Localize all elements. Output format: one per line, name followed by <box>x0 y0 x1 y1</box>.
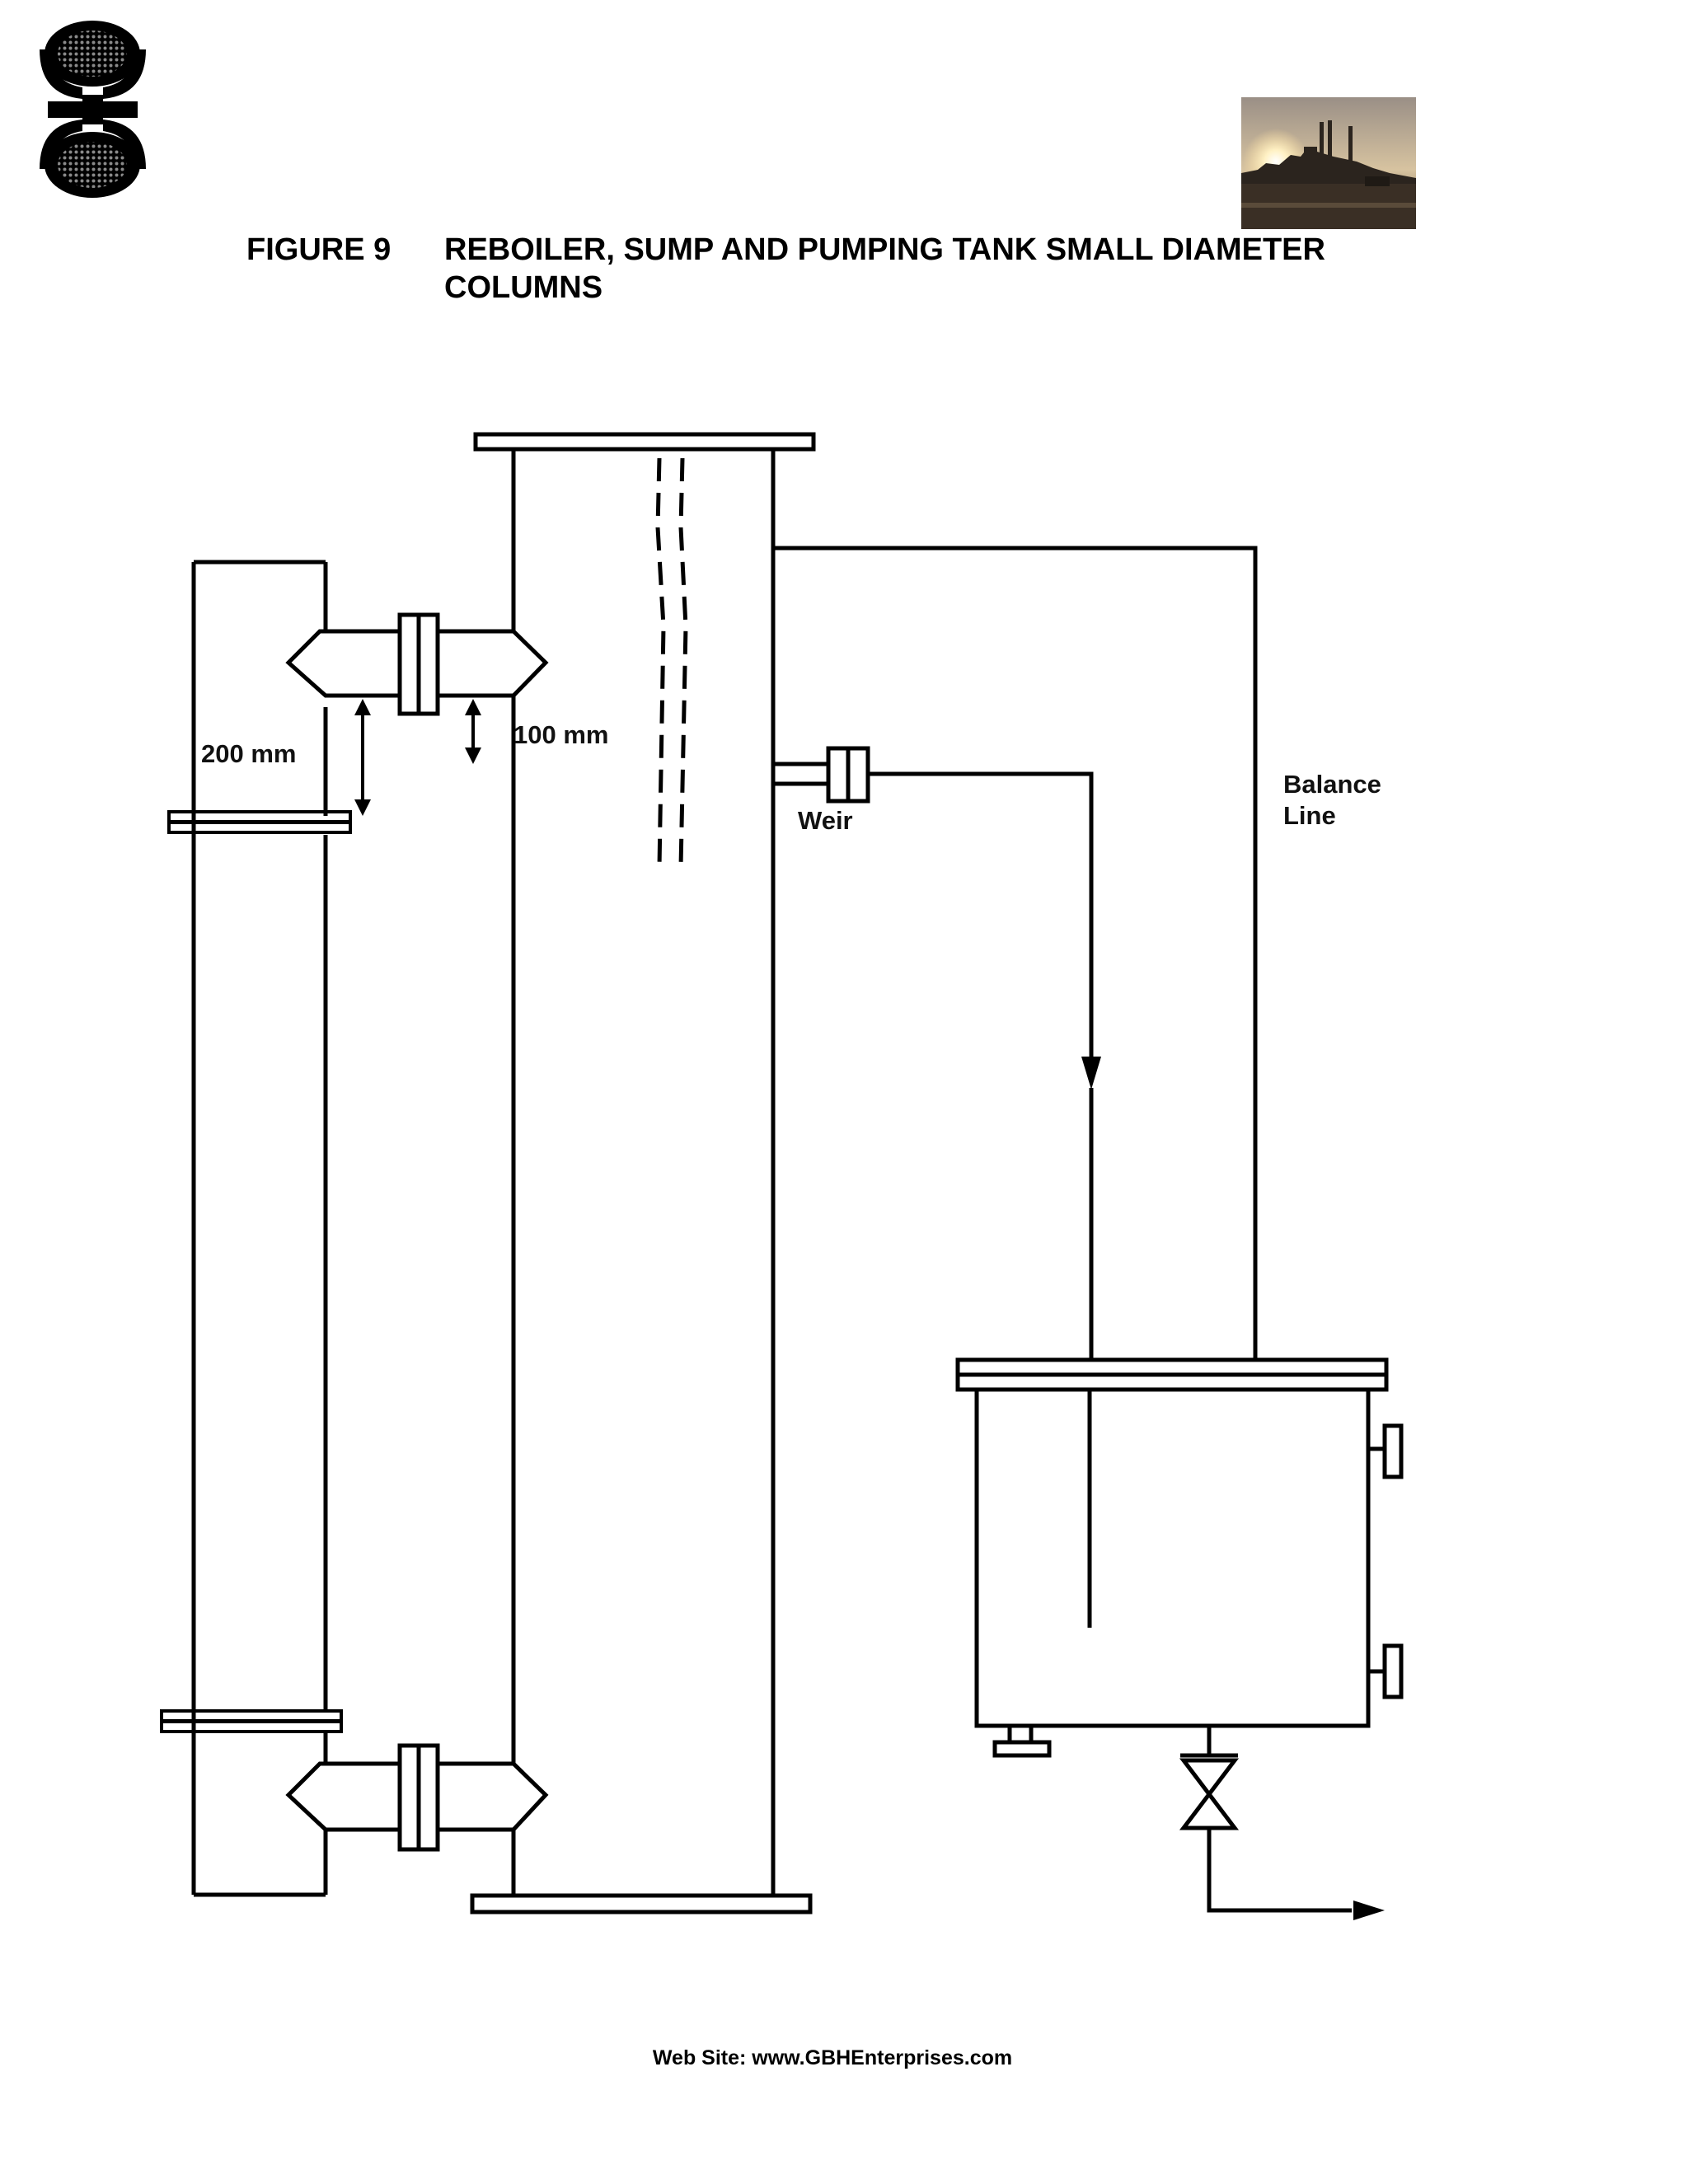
label-line: Line <box>1283 801 1336 830</box>
tank-side-nozzle-upper <box>1382 1423 1404 1479</box>
tank-top-flange <box>955 1357 1389 1377</box>
sump-bottom-flange <box>470 1893 813 1915</box>
outlet-valve <box>1179 1758 1240 1830</box>
sump-column <box>470 432 816 1915</box>
pumping-tank <box>955 1357 1404 1758</box>
flow-arrow-down-icon <box>1081 1057 1101 1090</box>
reboiler-flange-upper <box>167 810 352 823</box>
balance-line <box>773 546 1258 1360</box>
refinery-photo <box>1241 97 1416 229</box>
tank-drain-nozzle <box>992 1740 1052 1758</box>
figure-label: FIGURE 9 <box>246 232 392 267</box>
dimension-arrows <box>361 709 475 806</box>
internal-dip-pipe <box>655 457 688 868</box>
arrow-down-icon <box>354 799 371 816</box>
arrow-down-icon <box>465 748 481 764</box>
weir-outlet <box>773 746 1094 1360</box>
figure-title: REBOILER, SUMP AND PUMPING TANK SMALL DI… <box>444 232 1325 305</box>
sump-top-flange <box>473 432 816 452</box>
label-weir: Weir <box>798 806 853 835</box>
label-balance: Balance <box>1283 770 1381 799</box>
label-200mm: 200 mm <box>201 739 296 768</box>
lower-nozzle <box>285 1743 549 1852</box>
footer-website: Web Site: www.GBHEnterprises.com <box>652 2046 1013 2069</box>
outlet-line <box>1179 1726 1352 1913</box>
upper-nozzle <box>285 612 549 716</box>
company-logo <box>40 21 146 198</box>
reboiler-column <box>160 560 352 1897</box>
arrow-up-icon <box>354 699 371 715</box>
arrow-up-icon <box>465 699 481 715</box>
reboiler-flange-lower <box>160 1709 343 1722</box>
flow-arrow-right-icon <box>1353 1900 1385 1920</box>
tank-side-nozzle-lower <box>1382 1643 1404 1699</box>
label-100mm: 100 mm <box>513 720 608 749</box>
